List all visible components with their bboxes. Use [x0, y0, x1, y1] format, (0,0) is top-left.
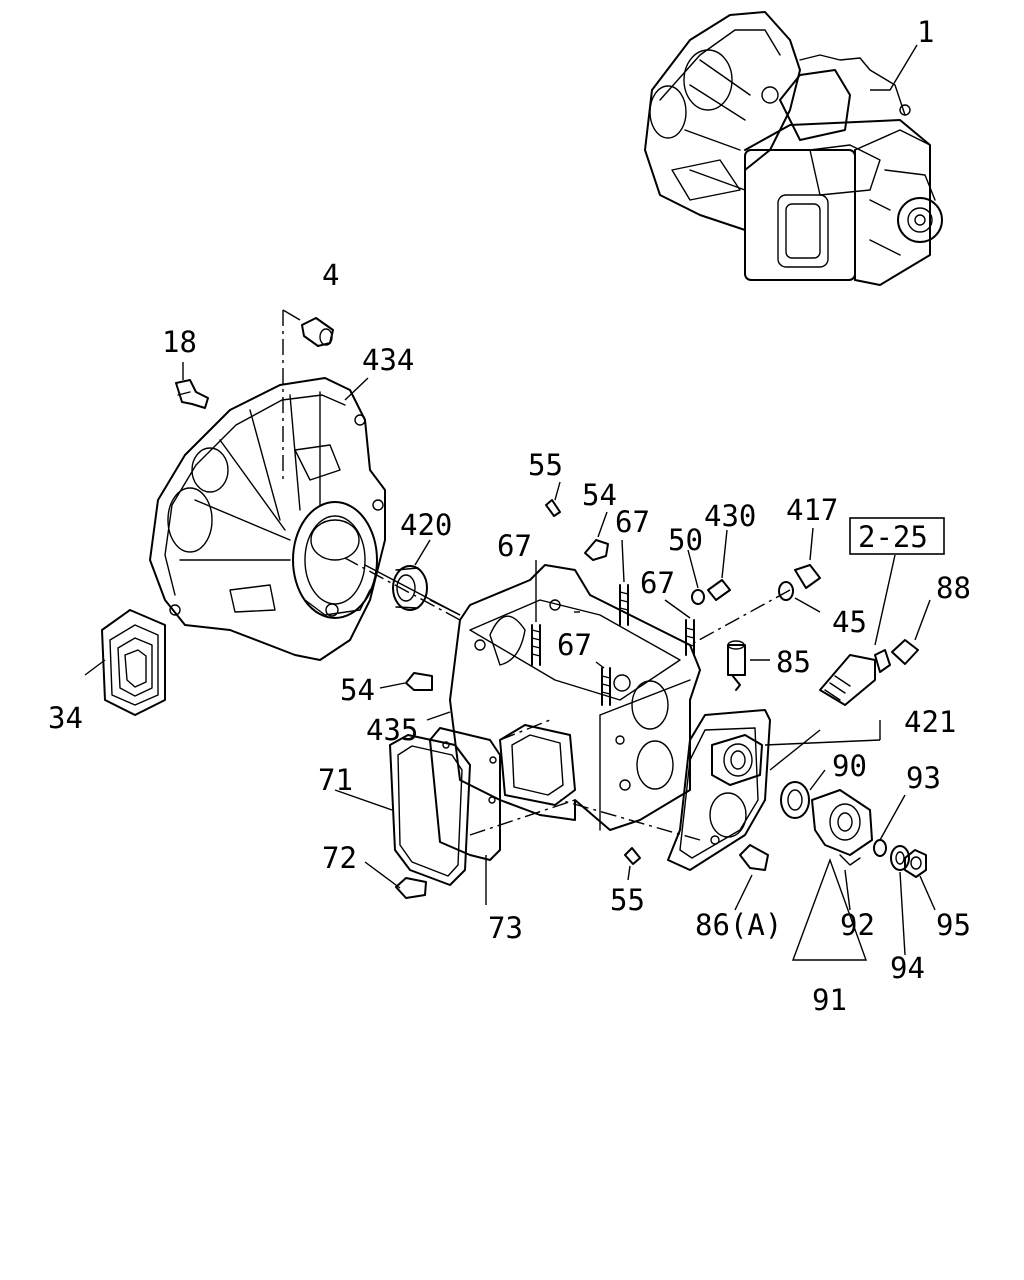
callout-4: 4	[322, 258, 339, 292]
o-ring-93-drawing	[873, 839, 887, 857]
callout-67-top: 67	[615, 505, 650, 539]
callout-labels: 1 4 18 434 55 54 67 430 417 2-25 420 67 …	[48, 15, 971, 1017]
callout-71: 71	[318, 763, 353, 797]
rear-cover-421-drawing	[667, 709, 771, 871]
callout-67-left: 67	[497, 529, 532, 563]
leader-lines	[84, 44, 936, 961]
callout-435: 435	[366, 713, 418, 747]
callout-55-bottom: 55	[610, 883, 645, 917]
callout-18: 18	[162, 325, 197, 359]
callout-2-25: 2-25	[858, 520, 928, 554]
callout-92: 92	[840, 908, 875, 942]
small-fittings-drawings	[691, 564, 821, 605]
callout-95: 95	[936, 908, 971, 942]
callout-54-left: 54	[340, 673, 375, 707]
callout-54-top: 54	[582, 478, 617, 512]
callout-1: 1	[917, 15, 934, 49]
nut-95-drawing	[904, 849, 927, 878]
transmission-assembly-drawing	[644, 11, 943, 286]
clutch-housing-drawing	[149, 377, 386, 661]
callout-88: 88	[936, 571, 971, 605]
dowel-pin-55-drawings	[545, 499, 641, 865]
callout-50: 50	[668, 523, 703, 557]
reference-box-2-25	[849, 517, 945, 555]
callout-34: 34	[48, 701, 83, 735]
callout-45: 45	[832, 605, 867, 639]
transmission-case-435-drawing	[449, 564, 701, 831]
callout-430: 430	[704, 499, 756, 533]
companion-flange-91-drawing	[811, 789, 873, 866]
callout-85: 85	[776, 645, 811, 679]
callout-94: 94	[890, 951, 925, 985]
callout-90: 90	[832, 749, 867, 783]
callout-67-lower: 67	[557, 628, 592, 662]
callout-420: 420	[400, 508, 452, 542]
callout-421: 421	[904, 705, 956, 739]
callout-86a: 86(A)	[695, 908, 782, 942]
bolt-54-drawings	[405, 539, 609, 691]
callout-93: 93	[906, 761, 941, 795]
oil-seal-90-drawing	[780, 781, 810, 819]
boot-34-drawing	[101, 609, 166, 716]
callout-55-top: 55	[528, 448, 563, 482]
callout-72: 72	[322, 841, 357, 875]
callout-434: 434	[362, 343, 414, 377]
speedometer-sleeve-drawing	[819, 649, 891, 706]
bolt-4-drawing	[301, 317, 334, 347]
breather-18-drawing	[175, 379, 209, 409]
callout-67-right: 67	[640, 566, 675, 600]
bolt-86a-drawing	[739, 844, 769, 871]
switch-85-drawing	[727, 640, 746, 691]
callout-73: 73	[488, 911, 523, 945]
cover-71-drawing	[389, 734, 471, 886]
gasket-73-drawing	[429, 727, 501, 861]
callout-417: 417	[786, 493, 838, 527]
callout-91: 91	[812, 983, 847, 1017]
oil-seal-420-drawing	[392, 565, 428, 611]
stud-67-drawings	[531, 584, 695, 706]
bolt-88-drawing	[891, 639, 919, 665]
bolt-72-drawing	[395, 877, 427, 899]
